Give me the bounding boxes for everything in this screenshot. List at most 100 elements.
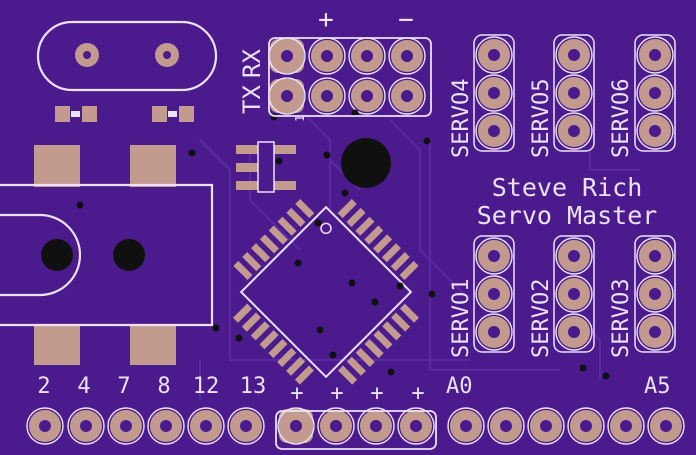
servo-bottom-labels: SERVO1 SERVO2 SERVO3 <box>449 279 634 358</box>
power-header[interactable] <box>308 37 426 115</box>
servo-header-6-pin-3[interactable] <box>636 112 674 150</box>
servo-header-5-pin-1[interactable] <box>555 36 593 74</box>
serial-labels: TX RX <box>238 49 266 114</box>
servo-headers-top[interactable] <box>473 34 676 152</box>
bottom-pin-4[interactable] <box>147 407 185 445</box>
servo-header-4-pin-1[interactable] <box>475 36 513 74</box>
servo-label-servo2: SERVO2 <box>529 279 554 358</box>
bottom-pin-13[interactable] <box>527 407 565 445</box>
pin-label-4: 4 <box>77 374 90 399</box>
bottom-pin-14[interactable] <box>567 407 605 445</box>
servo-header-5-pin-2[interactable] <box>555 74 593 112</box>
servo-header-2-pin-2[interactable] <box>555 275 593 313</box>
crystal-oscillator <box>36 20 218 92</box>
servo-header-5-pin-3[interactable] <box>555 112 593 150</box>
bottom-pin-6[interactable] <box>227 407 265 445</box>
power-pin-3-bottom[interactable] <box>388 77 426 115</box>
power-pin-1-top[interactable] <box>308 37 346 75</box>
bottom-pin-1[interactable] <box>26 407 64 445</box>
header-outline <box>268 37 432 117</box>
servo-label-servo3: SERVO3 <box>609 279 634 358</box>
power-pin-label-4: + <box>411 381 424 406</box>
minus-label: − <box>398 5 414 35</box>
mounting-via <box>341 138 391 188</box>
smd-capacitors <box>55 106 194 122</box>
bottom-pin-10[interactable] <box>397 407 435 445</box>
voltage-regulator <box>236 141 296 193</box>
via-20 <box>602 372 610 380</box>
via-9 <box>428 290 436 298</box>
via-14 <box>235 334 243 342</box>
via-2 <box>76 201 84 209</box>
bottom-pin-2[interactable] <box>67 407 105 445</box>
power-pin-2-bottom[interactable] <box>348 77 386 115</box>
bottom-pin-3[interactable] <box>107 407 145 445</box>
bottom-pin-11[interactable] <box>447 407 485 445</box>
pin-label-12: 12 <box>193 374 220 399</box>
servo-header-3-pin-3[interactable] <box>636 313 674 351</box>
via-17 <box>314 219 322 227</box>
bottom-pin-12[interactable] <box>487 407 525 445</box>
via-5 <box>294 259 302 267</box>
bottom-pin-header[interactable] <box>26 407 685 445</box>
via-1 <box>188 149 196 157</box>
power-pin-label-1: + <box>290 381 303 406</box>
pin-label-2: 2 <box>37 374 50 399</box>
bottom-pin-5[interactable] <box>187 407 225 445</box>
servo-header-1-pin-1[interactable] <box>475 237 513 275</box>
pin-label-8: 8 <box>157 374 170 399</box>
analog-last-label: A5 <box>644 374 671 399</box>
board-title-line1: Steve Rich <box>492 173 643 202</box>
via-19 <box>423 137 431 145</box>
serial-header[interactable] <box>268 37 306 115</box>
power-pin-2-top[interactable] <box>348 37 386 75</box>
via-10 <box>341 189 349 197</box>
power-pin-labels: ++++ <box>290 381 424 406</box>
servo-label-servo4: SERVO4 <box>449 79 474 158</box>
bottom-pin-16[interactable] <box>647 407 685 445</box>
servo-header-4-pin-3[interactable] <box>475 112 513 150</box>
servo-header-1-pin-2[interactable] <box>475 275 513 313</box>
bottom-pin-8[interactable] <box>317 407 355 445</box>
servo-header-6-pin-2[interactable] <box>636 74 674 112</box>
servo-header-3-pin-1[interactable] <box>636 237 674 275</box>
microcontroller-chip <box>233 199 419 385</box>
servo-label-servo1: SERVO1 <box>449 279 474 358</box>
via-8 <box>396 282 404 290</box>
analog-first-label: A0 <box>446 374 473 399</box>
via-11 <box>316 326 324 334</box>
via-21 <box>579 364 587 372</box>
via-3 <box>323 151 331 159</box>
tx-label: TX <box>238 85 266 114</box>
pin1-marker: 1 <box>293 115 307 122</box>
via-6 <box>348 279 356 287</box>
servo-header-2-pin-3[interactable] <box>555 313 593 351</box>
via-16 <box>351 109 359 117</box>
via-12 <box>329 351 337 359</box>
servo-header-3-pin-2[interactable] <box>636 275 674 313</box>
power-pin-3-top[interactable] <box>388 37 426 75</box>
power-pin-1-bottom[interactable] <box>308 77 346 115</box>
board-title-line2: Servo Master <box>477 201 658 230</box>
servo-label-servo5: SERVO5 <box>529 79 554 158</box>
servo-header-1-pin-3[interactable] <box>475 313 513 351</box>
power-pin-label-2: + <box>330 381 343 406</box>
tx-pin[interactable] <box>268 37 306 75</box>
bottom-pin-15[interactable] <box>607 407 645 445</box>
rx-label: RX <box>238 49 266 78</box>
rx-pin[interactable] <box>268 77 306 115</box>
bottom-pin-9[interactable] <box>357 407 395 445</box>
servo-header-4-pin-2[interactable] <box>475 74 513 112</box>
servo-headers-bottom[interactable] <box>473 235 676 353</box>
via-13 <box>212 324 220 332</box>
pin-label-7: 7 <box>117 374 130 399</box>
servo-header-2-pin-1[interactable] <box>555 237 593 275</box>
plus-label: + <box>318 5 334 35</box>
bottom-pin-7[interactable] <box>277 407 315 445</box>
servo-header-6-pin-1[interactable] <box>636 36 674 74</box>
power-jack <box>0 145 214 365</box>
